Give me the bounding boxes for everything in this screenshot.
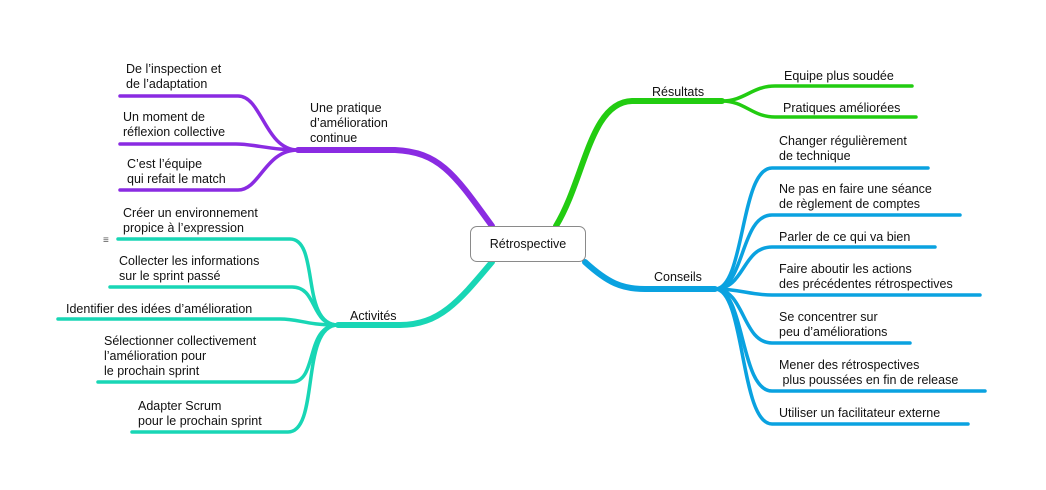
line-pratique-2 [118,142,300,152]
topic-activites-4[interactable]: Sélectionner collectivement l’améliorati… [104,334,257,378]
branch-conseils-label[interactable]: Conseils [654,270,702,284]
topic-conseils-6[interactable]: Mener des rétrospectives plus poussées e… [779,358,959,387]
line-activites-3 [56,317,340,327]
topic-pratique-1[interactable]: De l’inspection et de l’adaptation [126,62,222,91]
line-pratique-3 [118,148,300,192]
central-topic[interactable]: Rétrospective [470,226,586,262]
branch-activites-label[interactable]: Activités [350,309,397,323]
trunk-activites [335,259,495,328]
branch-resultats-lines [553,84,918,229]
trunk-resultats [553,98,725,229]
line-resultats-1 [720,84,914,103]
notes-icon[interactable]: ≡ [103,235,109,246]
topic-resultats-2[interactable]: Pratiques améliorées [783,101,901,115]
line-activites-5 [130,323,340,434]
topic-pratique-3[interactable]: C’est l’équipe qui refait le match [127,157,226,186]
topic-conseils-4[interactable]: Faire aboutir les actions des précédente… [779,262,953,291]
topic-conseils-3[interactable]: Parler de ce qui va bien [779,230,911,244]
line-conseils-7 [713,287,970,426]
trunk-pratique [295,147,495,229]
line-resultats-2 [720,99,918,119]
branch-pratique-label[interactable]: Une pratique d’amélioration continue [310,101,388,145]
line-conseils-3 [713,245,937,291]
central-topic-label: Rétrospective [489,237,567,251]
topic-conseils-2[interactable]: Ne pas en faire une séance de règlement … [779,182,932,211]
branch-resultats-label[interactable]: Résultats [652,85,705,99]
branch-pratique-lines [118,94,495,229]
line-pratique-1 [118,94,300,152]
topic-conseils-1[interactable]: Changer régulièrement de technique [779,134,907,163]
branch-activites-lines [56,237,495,434]
branch-conseils-lines [582,166,987,426]
trunk-conseils [582,259,718,292]
topic-activites-1[interactable]: Créer un environnement propice à l’expre… [123,206,258,235]
topic-activites-3[interactable]: Identifier des idées d’amélioration [66,302,253,316]
topic-conseils-5[interactable]: Se concentrer sur peu d’améliorations [779,310,888,339]
topic-conseils-7[interactable]: Utiliser un facilitateur externe [779,406,941,420]
topic-activites-2[interactable]: Collecter les informations sur le sprint… [119,254,260,283]
topic-pratique-2[interactable]: Un moment de réflexion collective [123,110,226,139]
line-conseils-1 [713,166,930,291]
topic-resultats-1[interactable]: Equipe plus soudée [784,69,894,83]
topic-activites-5[interactable]: Adapter Scrum pour le prochain sprint [138,399,262,428]
